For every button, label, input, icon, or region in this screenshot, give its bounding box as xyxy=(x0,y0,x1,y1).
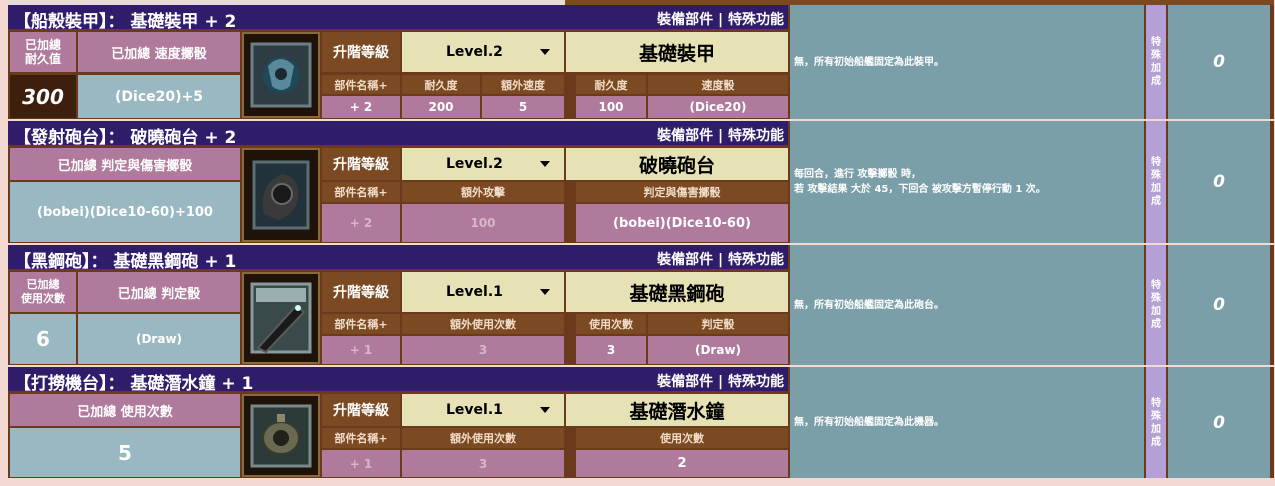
special-bonus-label: 特殊加成 xyxy=(1146,367,1166,478)
sub-header: 額外速度 xyxy=(482,75,564,94)
sub-value: 3 xyxy=(402,336,564,364)
level-dropdown[interactable]: Level.1 xyxy=(402,272,564,312)
sub-header: 額外使用次數 xyxy=(402,314,564,334)
total-hit-damage-label: 已加總 判定與傷害擲骰 xyxy=(10,148,240,180)
sub-header: 使用次數 xyxy=(576,428,788,448)
upgrade-level-label: 升階等級 xyxy=(322,148,400,180)
chevron-down-icon xyxy=(540,49,550,55)
total-durability-label: 已加總 耐久值 xyxy=(10,32,76,72)
equipment-block-turret: 【發射砲台】： 破曉砲台 + 2 裝備部件 | 特殊功能 已加總 判定與傷害擲骰… xyxy=(8,121,1274,243)
level-dropdown[interactable]: Level.2 xyxy=(402,32,564,72)
description: 無，所有初始船艦固定為此裝甲。 xyxy=(790,5,1144,119)
item-name: 破曉砲台 xyxy=(566,148,788,180)
sub-header: 耐久度 xyxy=(402,75,480,94)
sub-value: 100 xyxy=(576,96,646,118)
sub-header: 判定骰 xyxy=(648,314,788,334)
sub-header: 耐久度 xyxy=(576,75,646,94)
sub-value: + 2 xyxy=(322,96,400,118)
block-header: 【打撈機台】： 基礎潛水鐘 + 1 裝備部件 | 特殊功能 xyxy=(8,367,788,394)
sub-value: 2 xyxy=(576,450,788,477)
sub-header: 部件名稱+ xyxy=(322,314,400,334)
block-tags: 裝備部件 | 特殊功能 xyxy=(657,252,784,268)
level-value: Level.2 xyxy=(446,156,503,172)
level-dropdown[interactable]: Level.1 xyxy=(402,394,564,426)
total-speed-roll-label: 已加總 速度擲骰 xyxy=(78,32,240,72)
sub-value: + 1 xyxy=(322,336,400,364)
sub-header: 部件名稱+ xyxy=(322,428,400,448)
sub-header: 速度骰 xyxy=(648,75,788,94)
total-judge-roll-label: 已加總 判定骰 xyxy=(78,272,240,312)
block-header: 【黑鋼砲】： 基礎黑鋼砲 + 1 裝備部件 | 特殊功能 xyxy=(8,245,788,272)
item-name: 基礎裝甲 xyxy=(566,32,788,72)
block-tags: 裝備部件 | 特殊功能 xyxy=(657,12,784,28)
description: 每回合，進行 攻擊擲骰 時， 若 攻擊結果 大於 45，下回合 被攻擊方暫停行動… xyxy=(790,121,1144,243)
sub-value: 3 xyxy=(576,336,646,364)
block-title: 【發射砲台】： 破曉砲台 + 2 xyxy=(14,128,237,148)
special-bonus-value: 0 xyxy=(1168,367,1270,478)
special-bonus-label: 特殊加成 xyxy=(1146,121,1166,243)
chevron-down-icon xyxy=(540,407,550,413)
sub-value: 3 xyxy=(402,450,564,477)
total-hit-damage-value: (bobei)(Dice10-60)+100 xyxy=(10,182,240,242)
chevron-down-icon xyxy=(540,161,550,167)
sub-header: 部件名稱+ xyxy=(322,182,400,202)
top-strip xyxy=(8,0,565,5)
level-dropdown[interactable]: Level.2 xyxy=(402,148,564,180)
sub-header: 額外使用次數 xyxy=(402,428,564,448)
armor-hull-icon xyxy=(242,32,320,118)
total-speed-roll-value: (Dice20)+5 xyxy=(78,75,240,118)
sub-header: 判定與傷害擲骰 xyxy=(576,182,788,202)
description: 無，所有初始船艦固定為此砲台。 xyxy=(790,245,1144,365)
block-header: 【發射砲台】： 破曉砲台 + 2 裝備部件 | 特殊功能 xyxy=(8,121,788,148)
total-durability-value: 300 xyxy=(10,75,76,118)
equipment-block-black-steel-cannon: 【黑鋼砲】： 基礎黑鋼砲 + 1 裝備部件 | 特殊功能 已加總 使用次數 已加… xyxy=(8,245,1274,365)
black-steel-cannon-icon xyxy=(242,272,320,364)
sub-header: 額外攻擊 xyxy=(402,182,564,202)
sub-header: 使用次數 xyxy=(576,314,646,334)
level-value: Level.2 xyxy=(446,44,503,60)
description: 無，所有初始船艦固定為此機器。 xyxy=(790,367,1144,478)
total-judge-roll-value: (Draw) xyxy=(78,314,240,364)
sub-header: 部件名稱+ xyxy=(322,75,400,94)
special-bonus-value: 0 xyxy=(1168,5,1270,119)
total-uses-value: 5 xyxy=(10,428,240,477)
block-title: 【船殼裝甲】： 基礎裝甲 + 2 xyxy=(14,12,237,32)
item-name: 基礎潛水鐘 xyxy=(566,394,788,426)
special-bonus-value: 0 xyxy=(1168,245,1270,365)
sub-value: (Draw) xyxy=(648,336,788,364)
diving-bell-icon xyxy=(242,394,320,477)
total-uses-label: 已加總 使用次數 xyxy=(10,394,240,426)
total-uses-value: 6 xyxy=(10,314,76,364)
special-bonus-label: 特殊加成 xyxy=(1146,245,1166,365)
chevron-down-icon xyxy=(540,289,550,295)
block-title: 【黑鋼砲】： 基礎黑鋼砲 + 1 xyxy=(14,252,237,272)
block-title: 【打撈機台】： 基礎潛水鐘 + 1 xyxy=(14,374,254,394)
upgrade-level-label: 升階等級 xyxy=(322,272,400,312)
special-bonus-value: 0 xyxy=(1168,121,1270,243)
sub-value: (bobei)(Dice10-60) xyxy=(576,204,788,242)
sub-value: + 2 xyxy=(322,204,400,242)
upgrade-level-label: 升階等級 xyxy=(322,32,400,72)
item-name: 基礎黑鋼砲 xyxy=(566,272,788,312)
upgrade-level-label: 升階等級 xyxy=(322,394,400,426)
sub-value: 100 xyxy=(402,204,564,242)
special-bonus-label: 特殊加成 xyxy=(1146,5,1166,119)
total-uses-label: 已加總 使用次數 xyxy=(10,272,76,312)
block-tags: 裝備部件 | 特殊功能 xyxy=(657,128,784,144)
block-tags: 裝備部件 | 特殊功能 xyxy=(657,374,784,390)
sub-value: 200 xyxy=(402,96,480,118)
level-value: Level.1 xyxy=(446,402,503,418)
top-strip-right xyxy=(565,0,1274,5)
level-value: Level.1 xyxy=(446,284,503,300)
block-header: 【船殼裝甲】： 基礎裝甲 + 2 裝備部件 | 特殊功能 xyxy=(8,5,788,32)
cannon-turret-icon xyxy=(242,148,320,242)
sub-value: 5 xyxy=(482,96,564,118)
equipment-block-hull-armor: 【船殼裝甲】： 基礎裝甲 + 2 裝備部件 | 特殊功能 已加總 耐久值 已加總… xyxy=(8,5,1274,119)
sub-value: + 1 xyxy=(322,450,400,477)
sub-value: (Dice20) xyxy=(648,96,788,118)
equipment-block-salvage-machine: 【打撈機台】： 基礎潛水鐘 + 1 裝備部件 | 特殊功能 已加總 使用次數 5… xyxy=(8,367,1274,478)
